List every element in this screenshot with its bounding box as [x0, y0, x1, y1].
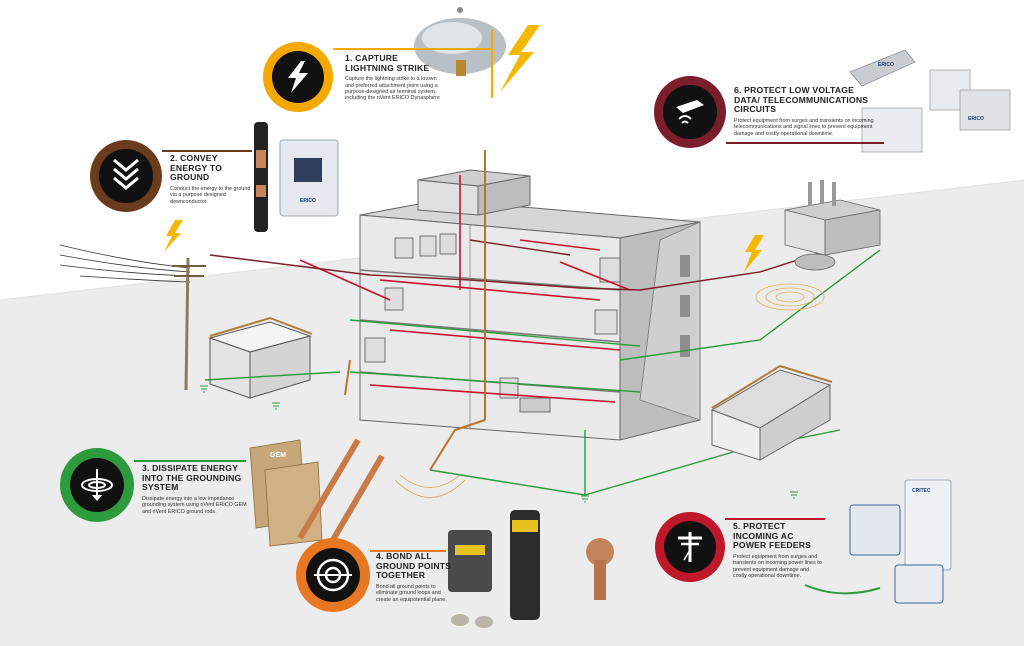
- callout-ac: 5. PROTECT INCOMING AC POWER FEEDERS Pro…: [655, 512, 825, 592]
- callout-title: 6. PROTECT LOW VOLTAGE DATA/ TELECOMMUNI…: [734, 85, 869, 115]
- callout-body: Protect equipment from surges and transi…: [734, 117, 874, 137]
- chevron-arrows-icon: [113, 158, 139, 190]
- utility-pole: [184, 257, 190, 391]
- badge-lowvoltage: [654, 76, 726, 148]
- callout-lowvoltage: 6. PROTECT LOW VOLTAGE DATA/ TELECOMMUNI…: [654, 76, 884, 152]
- callout-body: Dissipate energy into a low impedance gr…: [142, 495, 247, 515]
- badge-convey: [90, 140, 162, 212]
- bonding-molds-product: [448, 510, 614, 628]
- badge-bond: [296, 538, 370, 612]
- panel-label: ERICO: [300, 198, 316, 204]
- callout-body: Conduct the energy to the ground via a p…: [170, 185, 251, 205]
- downconductor: [344, 150, 486, 471]
- callout-body: Capture the lightning strike to a known …: [345, 76, 440, 102]
- overhead-power-lines: [59, 244, 191, 283]
- callout-title: 1. CAPTURE LIGHTNING STRIKE: [345, 53, 430, 73]
- callout-title: 4. BOND ALL GROUND POINTS TOGETHER: [376, 551, 452, 581]
- downconductor-cable-product: [254, 122, 268, 232]
- ground-dissipation-icon: [81, 469, 113, 501]
- target-bond-icon: [314, 558, 352, 592]
- callout-convey: 2. CONVEY ENERGY TO GROUND Conduct the e…: [90, 140, 260, 220]
- callout-title: 2. CONVEY ENERGY TO GROUND: [170, 153, 223, 183]
- callout-title: 5. PROTECT INCOMING AC POWER FEEDERS: [733, 521, 812, 551]
- callout-body: Protect equipment from surges and transi…: [733, 553, 822, 579]
- callout-body: Bond all ground points to eliminate grou…: [376, 583, 447, 603]
- telecom-spd-products: [849, 49, 1011, 153]
- power-pole-icon: [677, 531, 702, 562]
- telecom-device-icon: [675, 99, 704, 124]
- spd-label: ERICO: [878, 62, 894, 68]
- badge-ac: [655, 512, 725, 582]
- green-ground-wiring: [204, 249, 881, 496]
- badge-dissipate: [60, 448, 134, 522]
- callout-capture: 1. CAPTURE LIGHTNING STRIKE Capture the …: [263, 30, 493, 118]
- gem-bag-label: GEM: [270, 452, 286, 459]
- callout-dissipate: 3. DISSIPATE ENERGY INTO THE GROUNDING S…: [60, 448, 250, 528]
- red-wiring: [299, 175, 631, 403]
- small-shed: [208, 316, 313, 399]
- counter-panel-product: [279, 139, 339, 217]
- ac-critec-label: CRITEC: [912, 488, 931, 494]
- air-terminal-dome-product: [414, 7, 506, 76]
- ac-surge-products: [804, 479, 952, 604]
- lightning-icon: [287, 60, 308, 93]
- ground-radiation-rings: [394, 283, 825, 498]
- telecom-line: [209, 239, 861, 291]
- telecom-label: ERICO: [968, 116, 984, 122]
- callout-title: 3. DISSIPATE ENERGY INTO THE GROUNDING S…: [142, 463, 242, 493]
- industrial-plant: [784, 180, 881, 271]
- lightning-bolts: [164, 25, 764, 272]
- callout-bond: 4. BOND ALL GROUND POINTS TOGETHER Bond …: [296, 538, 451, 618]
- badge-capture: [263, 42, 333, 112]
- gem-bags-and-rods: [249, 438, 385, 547]
- house: [710, 364, 833, 461]
- main-building: [359, 150, 701, 441]
- ground-symbols: [200, 385, 798, 503]
